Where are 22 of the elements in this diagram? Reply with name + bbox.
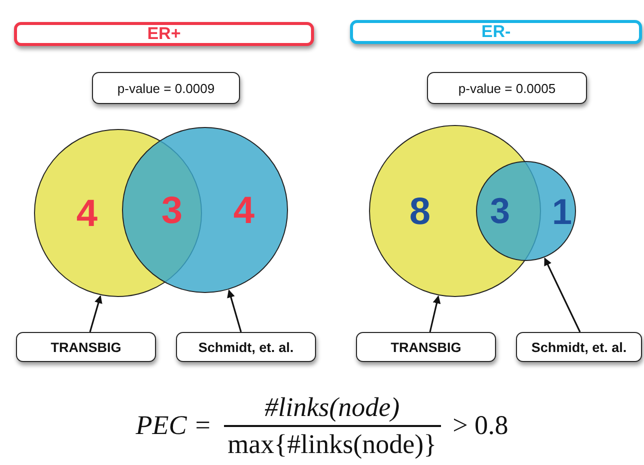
dataset-label: Schmidt, et. al. [516, 332, 642, 362]
formula-text: > 0.8 [452, 410, 508, 442]
group-header: ER- [350, 20, 642, 44]
dataset-label: TRANSBIG [356, 332, 496, 362]
dataset-label: Schmidt, et. al. [176, 332, 316, 362]
leader-arrow [429, 295, 441, 332]
leader-arrow [89, 295, 102, 332]
overlap-count: 3 [490, 193, 510, 229]
group-header: ER+ [14, 22, 314, 46]
formula-text: PEC = [136, 410, 212, 442]
p-value-label: p-value = 0.0005 [427, 72, 587, 104]
p-value-label: p-value = 0.0009 [92, 72, 240, 104]
formula-numerator: #links(node) [264, 392, 401, 424]
dataset-label: TRANSBIG [16, 332, 156, 362]
overlap-count: 3 [161, 192, 183, 230]
leader-arrow [227, 290, 242, 332]
count-number: 4 [76, 195, 98, 233]
formula-denominator: max{#links(node)} [226, 428, 438, 460]
count-number: 4 [233, 192, 255, 230]
count-number: 1 [552, 194, 572, 230]
count-number: 8 [409, 193, 431, 231]
leader-arrow [544, 258, 581, 332]
